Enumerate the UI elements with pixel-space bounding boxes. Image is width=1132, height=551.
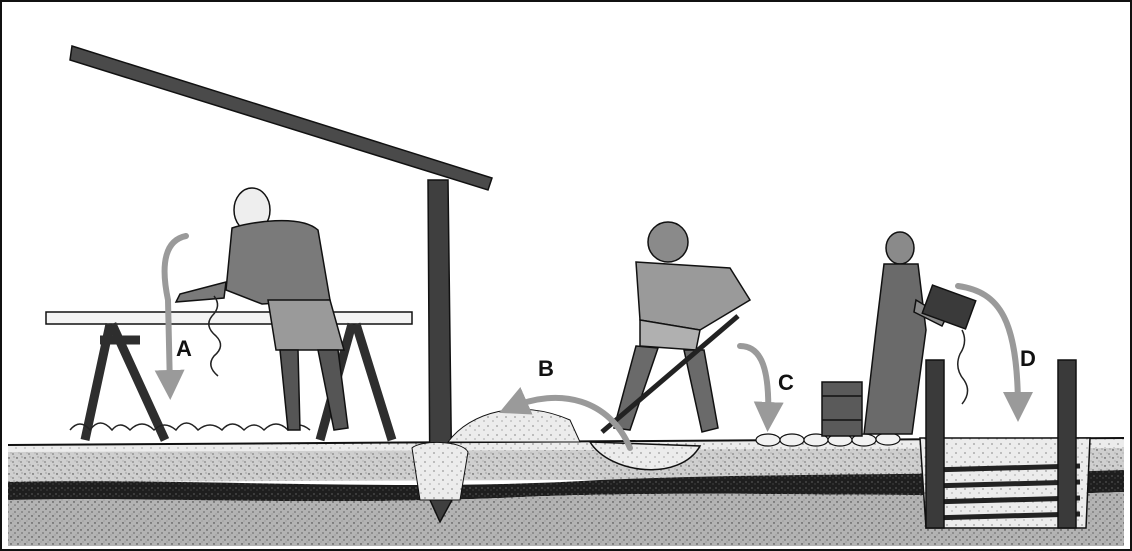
- label-a: A: [176, 338, 192, 360]
- bucket: [822, 382, 862, 436]
- pit-post-left: [926, 360, 944, 528]
- label-d: D: [1020, 348, 1036, 370]
- post-hole: [412, 442, 468, 500]
- bench-top: [46, 312, 412, 324]
- label-c: C: [778, 372, 794, 394]
- label-b: B: [538, 358, 554, 380]
- pit-post-right: [1058, 360, 1076, 528]
